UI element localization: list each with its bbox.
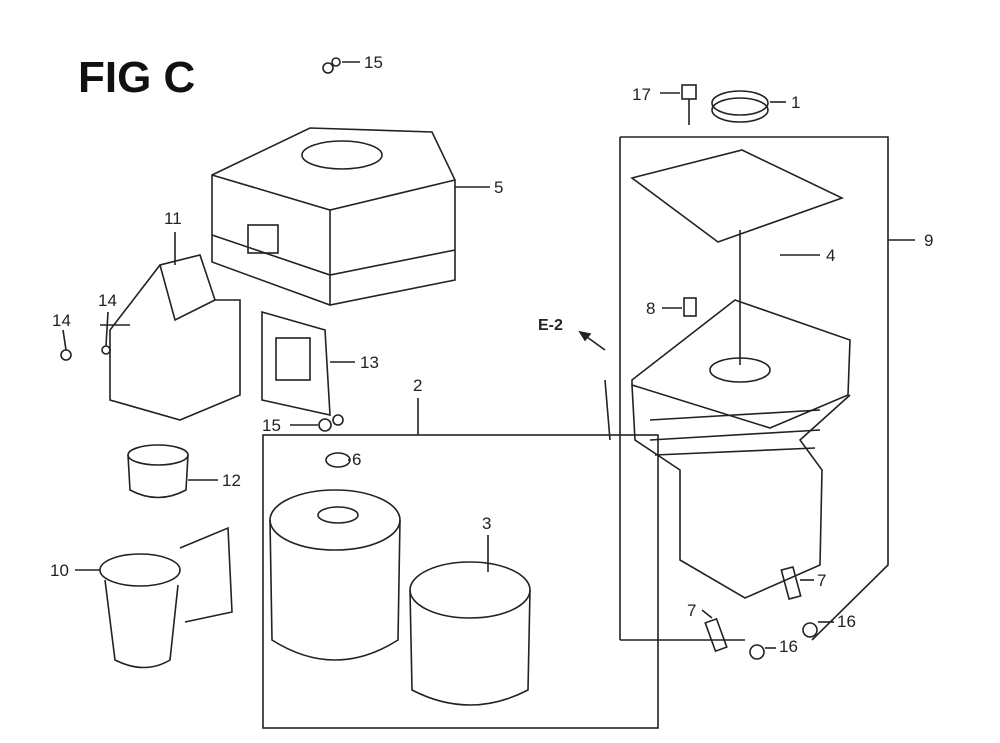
wing-nut-part-15 bbox=[322, 57, 360, 74]
label-16: 16 bbox=[779, 637, 798, 656]
label-9: 9 bbox=[924, 231, 934, 250]
base-part-10 bbox=[75, 526, 233, 669]
gasket-part-13 bbox=[261, 310, 355, 417]
label-2: 2 bbox=[413, 376, 423, 395]
grommet-part-16 bbox=[749, 621, 834, 660]
screen-part-12 bbox=[127, 444, 218, 499]
foam-filter-part-3 bbox=[409, 535, 531, 706]
elbow-part-11 bbox=[100, 232, 241, 421]
label-1: 1 bbox=[791, 93, 801, 112]
label-11: 11 bbox=[164, 209, 182, 228]
pipe-part-7 bbox=[701, 565, 814, 653]
e2-arrow bbox=[578, 330, 611, 441]
bolt-part-17 bbox=[660, 84, 697, 125]
label-8: 8 bbox=[646, 299, 656, 318]
label-5: 5 bbox=[494, 178, 504, 197]
air-cleaner-cover-part-5 bbox=[211, 127, 490, 306]
label-6: 6 bbox=[352, 450, 362, 469]
filter-element bbox=[269, 489, 401, 661]
assembly-box-2 bbox=[262, 398, 659, 729]
label-15: 15 bbox=[262, 416, 281, 435]
ring-part-1 bbox=[711, 90, 786, 123]
reference-e2: E-2 bbox=[538, 317, 563, 334]
case-part-9 bbox=[631, 230, 851, 599]
label-7: 7 bbox=[687, 601, 697, 620]
assembly-box-9 bbox=[619, 136, 915, 641]
label-17: 17 bbox=[632, 85, 651, 104]
collar-part-8 bbox=[662, 297, 697, 317]
label-12: 12 bbox=[222, 471, 241, 490]
label-13: 13 bbox=[360, 353, 379, 372]
label-7: 7 bbox=[817, 571, 827, 590]
gasket-part-4 bbox=[630, 149, 845, 256]
label-3: 3 bbox=[482, 514, 492, 533]
wing-nut-part-15b bbox=[290, 414, 344, 432]
label-16: 16 bbox=[837, 612, 856, 631]
bolt-part-14 bbox=[60, 311, 111, 361]
label-10: 10 bbox=[50, 561, 69, 580]
figure-title: FIG C bbox=[78, 53, 196, 102]
label-14: 14 bbox=[52, 311, 71, 330]
label-15: 15 bbox=[364, 53, 383, 72]
nut-part-6 bbox=[325, 452, 351, 468]
label-4: 4 bbox=[826, 246, 836, 265]
label-14: 14 bbox=[98, 291, 117, 310]
